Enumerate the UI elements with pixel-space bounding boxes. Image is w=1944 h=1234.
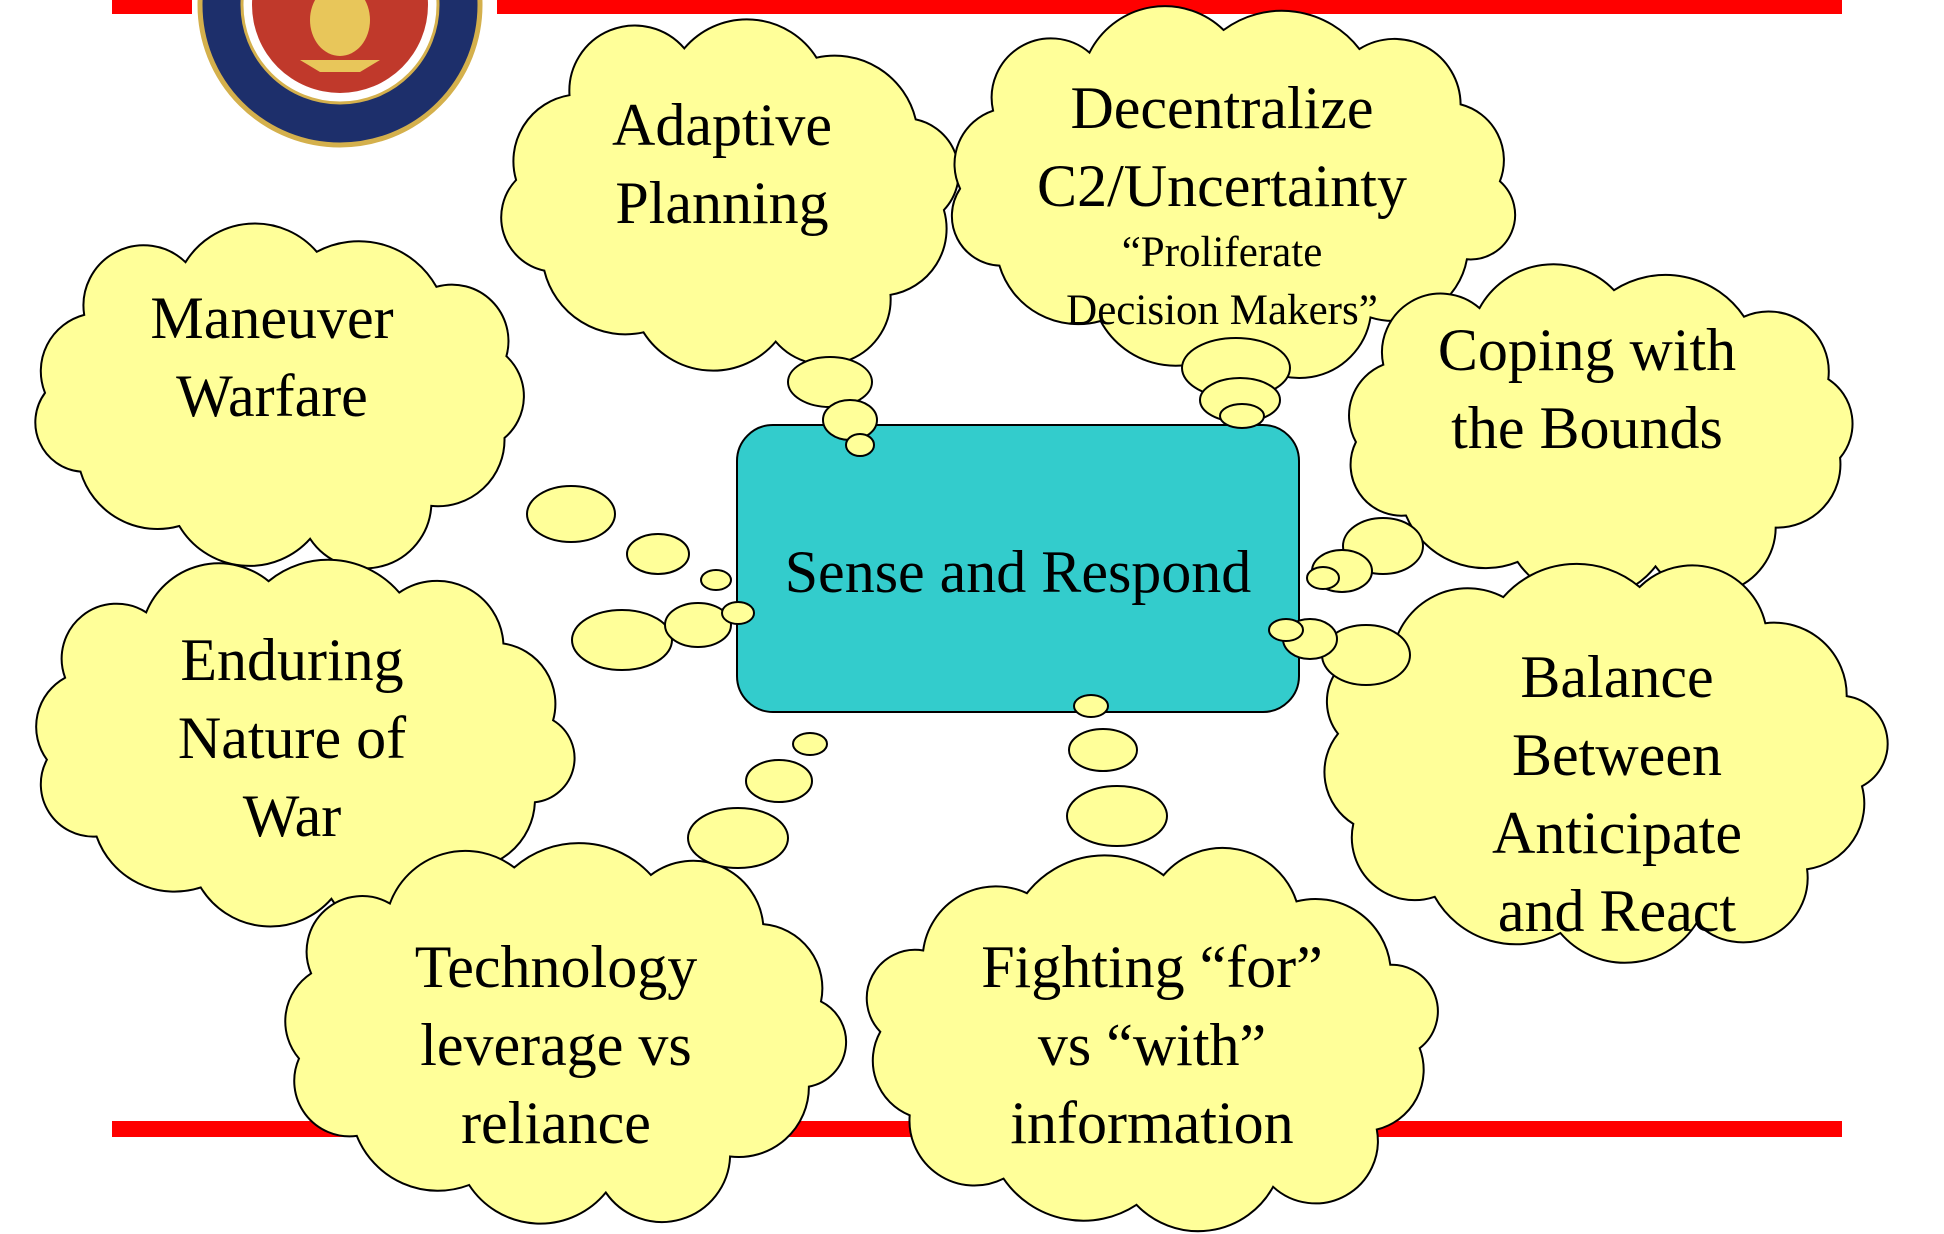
cloud-label-line: Anticipate bbox=[1492, 800, 1742, 866]
cloud-label-line: Adaptive bbox=[612, 92, 832, 158]
cloud-label-line: Decision Makers” bbox=[1066, 287, 1378, 334]
thought-bubble-21 bbox=[1066, 785, 1168, 847]
cloud-label-coping: Coping with the Bounds bbox=[1438, 317, 1736, 461]
cloud-label-line: Enduring bbox=[180, 627, 403, 693]
cloud-label-line: “Proliferate bbox=[1122, 229, 1323, 276]
cloud-fighting bbox=[865, 847, 1439, 1233]
thought-bubble-8 bbox=[700, 569, 732, 591]
thought-bubble-10 bbox=[664, 602, 732, 648]
center-box bbox=[736, 424, 1300, 713]
thought-bubble-23 bbox=[1073, 694, 1109, 718]
cloud-label-line: vs “with” bbox=[1038, 1012, 1266, 1078]
top-rule-left bbox=[112, 0, 192, 14]
cloud-label-line: Maneuver bbox=[150, 285, 393, 351]
cloud-label-line: Balance bbox=[1520, 644, 1713, 710]
thought-bubble-9 bbox=[571, 609, 673, 671]
thought-bubble-17 bbox=[1268, 618, 1304, 642]
thought-bubble-14 bbox=[1306, 566, 1340, 590]
thought-bubble-1 bbox=[822, 399, 878, 441]
thought-bubble-5 bbox=[1219, 403, 1265, 429]
cloud-label-line: Technology bbox=[415, 934, 697, 1000]
cloud-label-technology: Technology leverage vs reliance bbox=[415, 934, 697, 1156]
cloud-label-line: C2/Uncertainty bbox=[1037, 153, 1407, 219]
thought-bubble-20 bbox=[792, 732, 828, 756]
thought-bubble-7 bbox=[626, 533, 690, 575]
cloud-label-line: Planning bbox=[615, 170, 828, 236]
cloud-label-line: reliance bbox=[461, 1090, 651, 1156]
cloud-label-line: leverage vs bbox=[420, 1012, 692, 1078]
thought-bubble-6 bbox=[526, 485, 616, 543]
cloud-label-line: the Bounds bbox=[1451, 395, 1723, 461]
cloud-balance bbox=[1323, 562, 1889, 964]
cloud-label-fighting: Fighting “for” vs “with” information bbox=[981, 934, 1323, 1156]
cloud-label-line: War bbox=[243, 783, 341, 849]
cloud-label-line: Fighting “for” bbox=[981, 934, 1323, 1000]
center-label: Sense and Respond bbox=[785, 539, 1252, 605]
thought-bubble-18 bbox=[687, 807, 789, 869]
thought-bubble-19 bbox=[745, 759, 813, 803]
cloud-label-line: Between bbox=[1512, 722, 1722, 788]
thought-bubble-22 bbox=[1068, 728, 1138, 772]
cloud-label-line: Coping with bbox=[1438, 317, 1736, 383]
cloud-technology bbox=[284, 842, 848, 1225]
cloud-label-line: Decentralize bbox=[1070, 75, 1373, 141]
cloud-label-line: Warfare bbox=[176, 363, 368, 429]
thought-bubble-0 bbox=[787, 356, 873, 408]
cloud-label-line: information bbox=[1010, 1090, 1293, 1156]
thought-bubble-11 bbox=[721, 601, 755, 625]
navy-seal-logo: DEPARTMENT OF THE NAVY bbox=[197, 0, 483, 227]
cloud-label-line: Nature of bbox=[178, 705, 406, 771]
thought-bubble-2 bbox=[845, 433, 875, 457]
cloud-label-line: and React bbox=[1498, 878, 1737, 944]
